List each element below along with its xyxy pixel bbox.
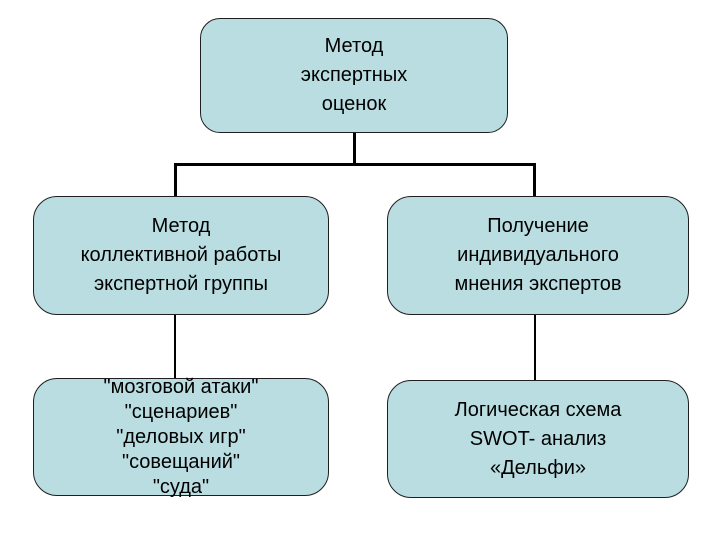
- node-line: "суда": [152, 475, 210, 498]
- node-line: экспертных: [300, 64, 408, 86]
- connector-branch-horizontal: [174, 163, 536, 166]
- node-line: "совещаний": [121, 450, 241, 473]
- connector-left-branch-drop: [174, 163, 177, 197]
- node-line: коллективной работы: [80, 244, 282, 266]
- node-line: "сценариев": [124, 400, 238, 423]
- connector-individual-to-methods: [534, 314, 536, 381]
- node-line: Логическая схема: [454, 398, 622, 421]
- node-line: "деловых игр": [116, 425, 246, 448]
- node-line: "мозговой атаки": [103, 375, 259, 398]
- node-line: оценок: [321, 93, 387, 115]
- node-individual-techniques: Логическая схема SWOT- анализ «Дельфи»: [387, 380, 689, 498]
- connector-right-branch-drop: [533, 163, 536, 197]
- node-line: мнения экспертов: [454, 273, 622, 295]
- node-individual-expert-opinion: Получение индивидуального мнения эксперт…: [387, 196, 689, 315]
- node-line: экспертной группы: [93, 273, 269, 295]
- connector-root-stem: [353, 132, 356, 165]
- connector-collective-to-methods: [174, 314, 176, 379]
- node-expert-evaluation-method: Метод экспертных оценок: [200, 18, 508, 133]
- node-collective-work-method: Метод коллективной работы экспертной гру…: [33, 196, 329, 315]
- node-line: SWOT- анализ: [469, 427, 607, 450]
- node-line: Получение: [487, 215, 589, 237]
- node-line: «Дельфи»: [490, 456, 586, 479]
- node-line: Метод: [151, 215, 211, 237]
- node-collective-techniques: "мозговой атаки" "сценариев" "деловых иг…: [33, 375, 329, 498]
- node-line: Метод: [324, 35, 384, 57]
- node-line: индивидуального: [457, 244, 619, 266]
